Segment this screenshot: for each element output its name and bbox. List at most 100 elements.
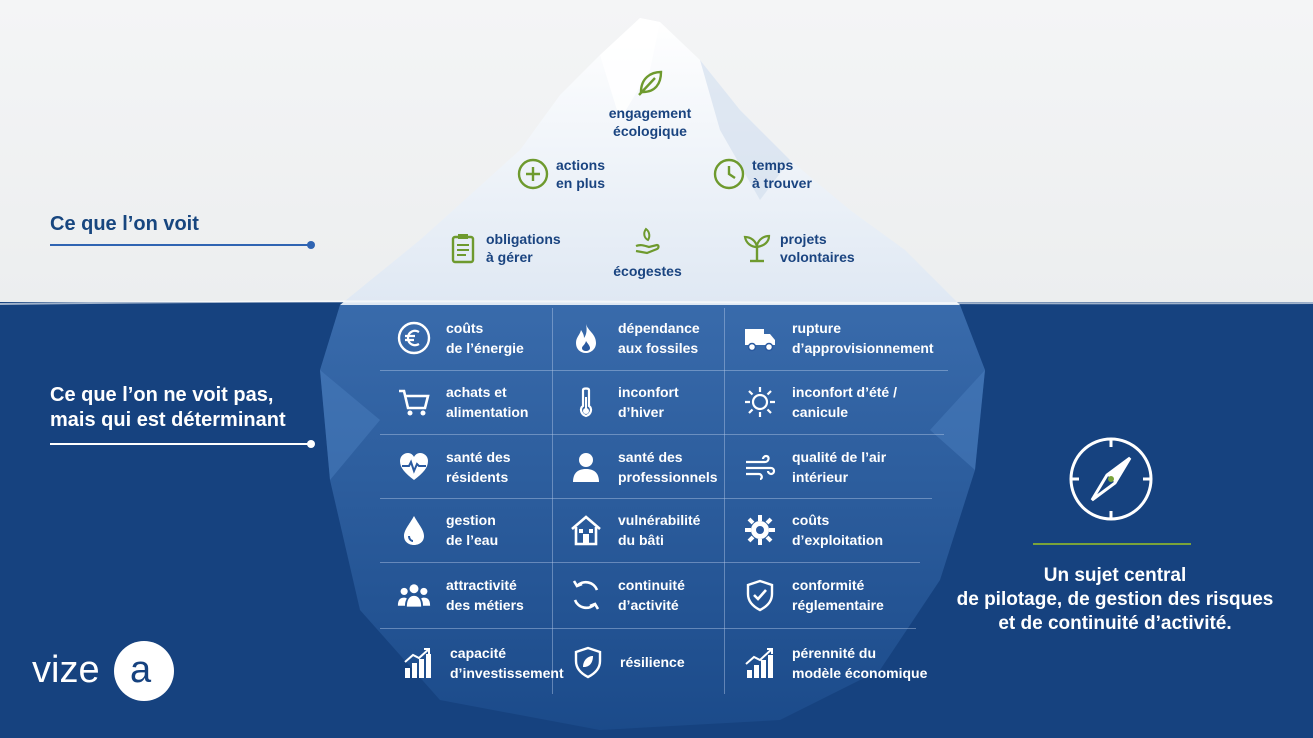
vizea-logo: vize a <box>32 641 174 701</box>
conclusion-line3: et de continuité d’activité. <box>998 613 1232 634</box>
line1: gestion <box>446 512 496 528</box>
water-drop-icon <box>396 512 432 548</box>
visible-label-rule <box>50 244 310 246</box>
euro-icon <box>396 320 432 356</box>
item-actions-line2: en plus <box>556 175 606 191</box>
line2: des métiers <box>446 597 524 613</box>
clipboard-icon <box>446 231 480 265</box>
line2: du bâti <box>618 532 664 548</box>
item-ecogestes-line1: écogestes <box>613 263 682 279</box>
flame-icon <box>568 320 604 356</box>
line1: coûts <box>792 512 830 528</box>
hidden-item-winter-discomfort: inconfort d’hiver <box>568 382 679 422</box>
line1: achats et <box>446 384 507 400</box>
line1: conformité <box>792 577 865 593</box>
line1: santé des <box>618 449 683 465</box>
hidden-item-operating-costs: coûts d’exploitation <box>742 510 883 550</box>
line2: aux fossiles <box>618 340 699 356</box>
hidden-item-job-attractiveness: attractivité des métiers <box>396 575 524 615</box>
hidden-item-purchasing: achats et alimentation <box>396 382 528 422</box>
hidden-label-line2: mais qui est déterminant <box>50 409 286 431</box>
grid-divider <box>552 308 553 694</box>
sprout-icon <box>740 231 774 265</box>
hidden-label-dot <box>307 440 315 448</box>
item-engagement-line1: engagement <box>608 105 692 121</box>
grid-divider <box>380 498 932 499</box>
hidden-item-indoor-air: qualité de l’air intérieur <box>742 447 886 487</box>
line2: d’investissement <box>450 665 564 681</box>
hand-leaf-icon <box>631 224 665 258</box>
sun-icon <box>742 384 778 420</box>
line2: résidents <box>446 469 509 485</box>
hidden-item-summer-discomfort: inconfort d’été / canicule <box>742 382 897 422</box>
conclusion-line1: Un sujet central <box>1043 565 1187 586</box>
conclusion-line2: de pilotage, de gestion des risques <box>956 589 1274 610</box>
item-temps-line2: à trouver <box>752 175 812 191</box>
conclusion-rule <box>1033 543 1191 545</box>
line1: continuité <box>618 577 685 593</box>
truck-icon <box>742 320 778 356</box>
hidden-item-business-sustainability: pérennité du modèle économique <box>742 643 927 683</box>
person-icon <box>568 449 604 485</box>
line2: intérieur <box>792 469 849 485</box>
line1: inconfort <box>618 384 679 400</box>
line1: capacité <box>450 645 507 661</box>
visible-label: Ce que l’on voit <box>50 213 199 235</box>
hidden-item-investment-capacity: capacité d’investissement <box>400 643 564 683</box>
item-temps: temps à trouver <box>712 156 812 192</box>
item-temps-line1: temps <box>752 157 794 173</box>
line2: d’hiver <box>618 404 664 420</box>
hidden-label-rule <box>50 443 310 445</box>
line1: résilience <box>620 654 685 670</box>
people-icon <box>396 577 432 613</box>
line1: rupture <box>792 320 841 336</box>
iceberg-tip <box>340 18 960 305</box>
grid-divider <box>380 434 944 435</box>
hidden-item-resilience: résilience <box>570 644 685 680</box>
shield-leaf-icon <box>570 644 606 680</box>
line2: de l’eau <box>446 532 499 548</box>
clock-icon <box>712 157 746 191</box>
line1: coûts <box>446 320 484 336</box>
line1: attractivité <box>446 577 517 593</box>
item-projets-line2: volontaires <box>780 249 855 265</box>
leaf-icon <box>633 66 667 100</box>
item-engagement: engagement écologique <box>600 66 700 140</box>
grid-divider <box>380 370 948 371</box>
line1: inconfort d’été / <box>792 384 897 400</box>
grid-divider <box>380 562 920 563</box>
line2: alimentation <box>446 404 529 420</box>
heart-pulse-icon <box>396 449 432 485</box>
plus-circle-icon <box>516 157 550 191</box>
item-obligations-line2: à gérer <box>486 249 533 265</box>
hidden-item-water-management: gestion de l’eau <box>396 510 498 550</box>
item-obligations: obligations à gérer <box>446 230 561 266</box>
line2: modèle économique <box>792 665 928 681</box>
house-icon <box>568 512 604 548</box>
iceberg-underwater <box>320 305 985 730</box>
logo-text-a: a <box>130 649 152 691</box>
thermometer-icon <box>568 384 604 420</box>
gear-icon <box>742 512 778 548</box>
item-projets-line1: projets <box>780 231 827 247</box>
line1: pérennité du <box>792 645 877 661</box>
item-projets: projets volontaires <box>740 230 855 266</box>
growth-chart-icon <box>742 645 778 681</box>
line1: qualité de l’air <box>792 449 887 465</box>
line2: d’exploitation <box>792 532 883 548</box>
hidden-label-line1: Ce que l’on ne voit pas, <box>50 384 274 406</box>
item-engagement-line2: écologique <box>613 123 687 139</box>
line2: canicule <box>792 404 849 420</box>
compass-icon <box>1069 437 1153 521</box>
item-actions: actions en plus <box>516 156 605 192</box>
item-actions-line1: actions <box>556 157 606 173</box>
line2: de l’énergie <box>446 340 524 356</box>
item-obligations-line1: obligations <box>486 231 561 247</box>
cycle-arrows-icon <box>568 577 604 613</box>
bar-chart-icon <box>400 645 436 681</box>
